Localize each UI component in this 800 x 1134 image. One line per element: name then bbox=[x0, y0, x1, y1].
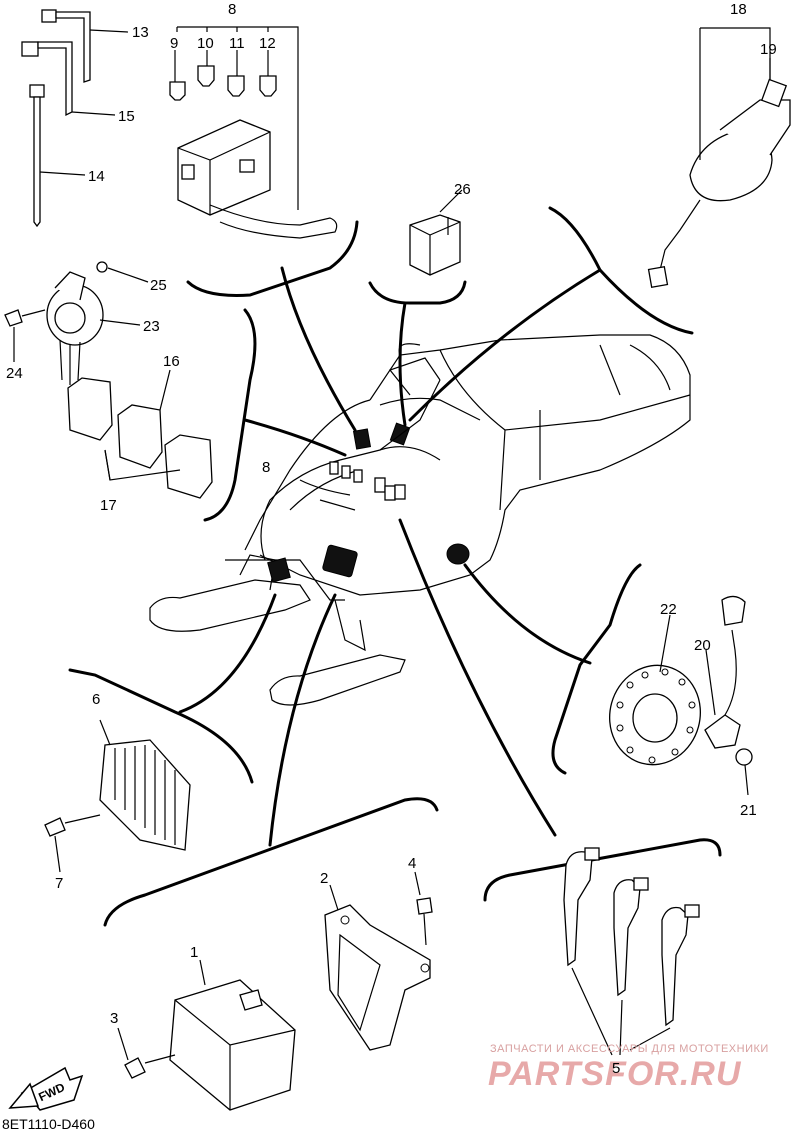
rectifier-regulator bbox=[44, 719, 191, 873]
cable-ties bbox=[21, 9, 129, 228]
label-part-20: 20 bbox=[694, 637, 711, 654]
bolt-4 bbox=[414, 871, 433, 946]
label-part-24: 24 bbox=[6, 365, 23, 382]
snowmobile-outline bbox=[149, 334, 691, 706]
cdi-unit bbox=[169, 959, 296, 1111]
label-part-19: 19 bbox=[760, 41, 777, 58]
label-part-2: 2 bbox=[320, 870, 328, 887]
label-part-10: 10 bbox=[197, 35, 214, 52]
label-part-15: 15 bbox=[118, 108, 135, 125]
bolt-3 bbox=[117, 1027, 176, 1079]
ignition-coil-23 bbox=[4, 261, 149, 385]
fwd-arrow-icon: FWD bbox=[8, 1066, 84, 1111]
label-part-7: 7 bbox=[55, 875, 63, 892]
label-part-26: 26 bbox=[454, 181, 471, 198]
callout-brackets bbox=[68, 206, 722, 927]
label-part-6: 6 bbox=[92, 691, 100, 708]
label-part-5: 5 bbox=[612, 1060, 620, 1077]
ignition-coils-16 bbox=[67, 369, 213, 499]
label-part-8-top: 8 bbox=[228, 1, 236, 18]
label-part-16: 16 bbox=[163, 353, 180, 370]
relay-26 bbox=[409, 189, 463, 276]
label-part-23: 23 bbox=[143, 318, 160, 335]
part-labels: 8 9 10 11 12 13 15 14 18 19 26 25 23 24 … bbox=[6, 1, 777, 1077]
label-part-8-center: 8 bbox=[262, 459, 270, 476]
spark-plug-caps bbox=[563, 847, 700, 1056]
label-part-12: 12 bbox=[259, 35, 276, 52]
label-part-14: 14 bbox=[88, 168, 105, 185]
label-part-13: 13 bbox=[132, 24, 149, 41]
bracket-2 bbox=[324, 884, 431, 1051]
fuses bbox=[169, 65, 277, 101]
label-part-21: 21 bbox=[740, 802, 757, 819]
watermark-site: PARTSFOR.RU bbox=[488, 1055, 742, 1093]
label-part-4: 4 bbox=[408, 855, 416, 872]
fuse-leaders bbox=[174, 26, 299, 210]
label-part-1: 1 bbox=[190, 944, 198, 961]
harness-plugs bbox=[374, 477, 406, 501]
diagram-code: 8ET1110-D460 bbox=[2, 1116, 95, 1132]
label-part-3: 3 bbox=[110, 1010, 118, 1027]
pickup-coil bbox=[608, 595, 753, 796]
harness-fuses bbox=[329, 461, 363, 483]
label-part-17: 17 bbox=[100, 497, 117, 514]
label-part-22: 22 bbox=[660, 601, 677, 618]
label-part-25: 25 bbox=[150, 277, 167, 294]
main-switch bbox=[647, 27, 791, 289]
label-part-11: 11 bbox=[229, 35, 245, 52]
watermark: ЗАПЧАСТИ И АКСЕССУАРЫ ДЛЯ МОТОТЕХНИКИ PA… bbox=[488, 1043, 769, 1093]
label-part-18: 18 bbox=[730, 1, 747, 18]
fuse-box bbox=[177, 119, 338, 239]
label-part-9: 9 bbox=[170, 35, 178, 52]
watermark-subtitle: ЗАПЧАСТИ И АКСЕССУАРЫ ДЛЯ МОТОТЕХНИКИ bbox=[490, 1043, 769, 1055]
